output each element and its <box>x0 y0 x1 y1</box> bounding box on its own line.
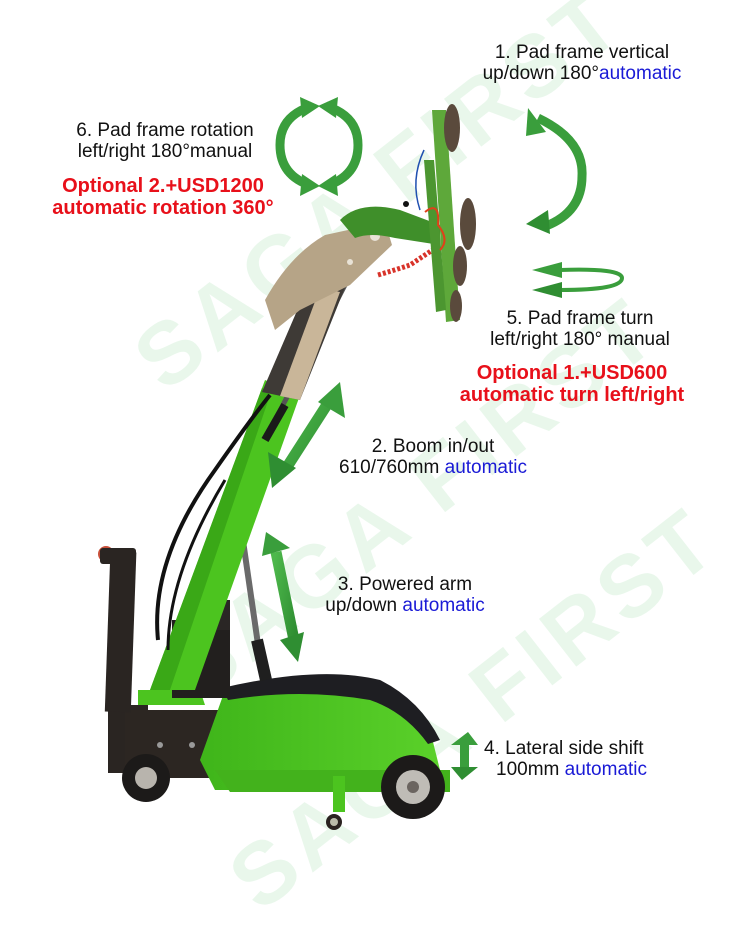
feature-label-pad-frame-rotation: 6. Pad frame rotation left/right 180°man… <box>76 120 254 162</box>
boom <box>150 206 442 690</box>
feature-label-pad-frame-turn: 5. Pad frame turn left/right 180° manual <box>490 308 670 350</box>
feature-label-pad-frame-vertical: 1. Pad frame vertical up/down 180°automa… <box>482 42 682 84</box>
arm-arrow-icon <box>262 532 304 662</box>
turn-arrow-icon <box>532 262 625 298</box>
feature-label-lateral-shift: 4. Lateral side shift 100mm automatic <box>484 738 648 780</box>
machine-base <box>98 546 450 830</box>
vacuum-pad-frame <box>403 104 476 322</box>
option-1-price-label: Optional 1.+USD600 automatic turn left/r… <box>459 362 685 406</box>
rear-wheel <box>122 754 170 802</box>
option-2-price-label: Optional 2.+USD1200 automatic rotation 3… <box>52 175 274 219</box>
suction-cup <box>444 104 476 322</box>
rotation-arrow-icon <box>275 97 363 196</box>
feature-label-powered-arm: 3. Powered arm up/down automatic <box>325 574 485 616</box>
feature-label-boom: 2. Boom in/out 610/760mm automatic <box>339 436 527 478</box>
front-wheel <box>381 755 445 819</box>
machine-illustration <box>98 97 625 830</box>
mode-automatic: automatic <box>444 457 527 478</box>
mode-automatic: automatic <box>564 759 648 780</box>
mode-automatic: automatic <box>402 595 485 616</box>
feature-diagram: SAGA FIRST SAGA FIRST SAGA FIRST <box>52 0 736 929</box>
boom-arrow-icon <box>268 382 345 488</box>
vertical-flip-arrow-icon <box>526 108 587 234</box>
mode-automatic: automatic <box>599 63 682 84</box>
shift-arrow-icon <box>451 732 478 780</box>
